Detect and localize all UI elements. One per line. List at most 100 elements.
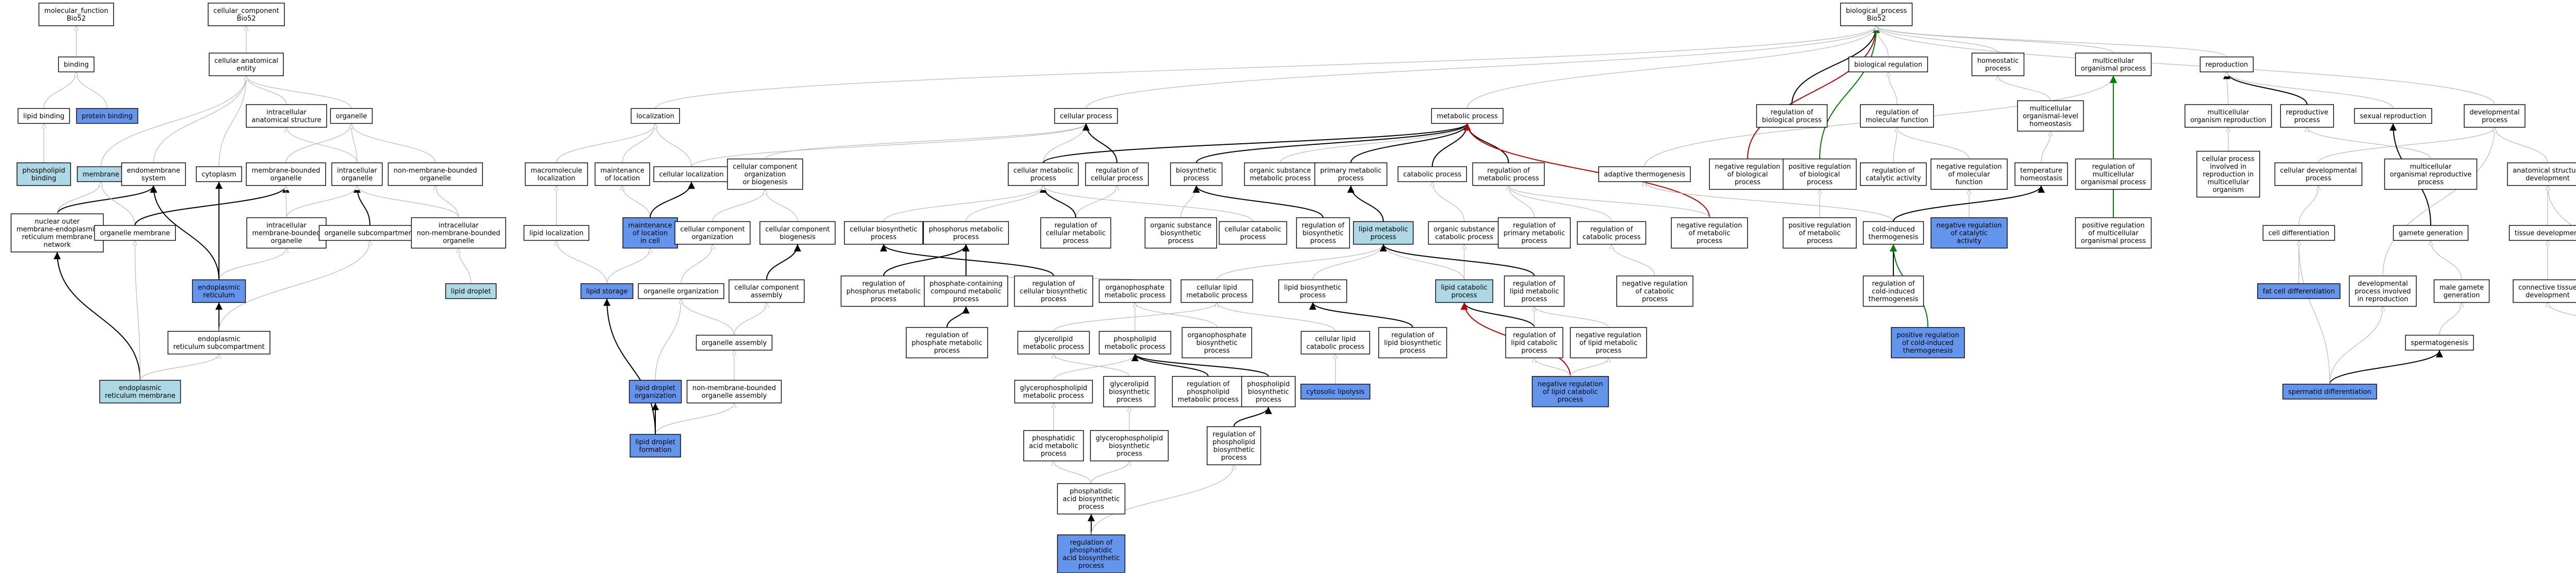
node-proteinbinding[interactable]: protein binding xyxy=(76,108,139,124)
node-binding[interactable]: binding xyxy=(58,56,95,73)
node-sexualrepro[interactable]: sexual reproduction xyxy=(2354,108,2432,124)
node-lipidstorage[interactable]: lipid storage xyxy=(580,283,634,299)
node-cellloc[interactable]: cellular localization xyxy=(653,166,730,182)
node-lipidbinding[interactable]: lipid binding xyxy=(18,108,70,124)
node-metabproc[interactable]: metabolic process xyxy=(1431,108,1504,124)
node-fatcelldiff[interactable]: fat cell differentiation xyxy=(2257,283,2341,299)
node-orgorg[interactable]: organelle organization xyxy=(638,283,724,299)
node-membrane[interactable]: membrane xyxy=(77,166,125,182)
node-orgmembrane[interactable]: organelle membrane xyxy=(94,225,176,241)
node-lipiddroplet[interactable]: lipid droplet xyxy=(445,283,497,299)
node-tissuedev[interactable]: tissue development xyxy=(2509,225,2576,241)
node-lipidloc[interactable]: lipid localization xyxy=(523,225,589,241)
node-orgassembly[interactable]: organelle assembly xyxy=(696,334,773,351)
node-spermatogenesis[interactable]: spermatogenesis xyxy=(2405,334,2474,351)
node-orgsubcomp[interactable]: organelle subcompartment xyxy=(318,225,421,241)
node-regphospholipidbiosyn[interactable]: regulation ofphospholipidbiosyntheticpro… xyxy=(1207,426,1261,465)
node-nuclearouter[interactable]: nuclear outermembrane-endoplasmicreticul… xyxy=(10,213,104,252)
node-cytoplasm[interactable]: cytoplasm xyxy=(196,166,242,182)
node-reproduction[interactable]: reproduction xyxy=(2199,56,2254,73)
node-localization[interactable]: localization xyxy=(631,108,680,124)
node-intranonmem[interactable]: intracellularnon-membrane-boundedorganel… xyxy=(411,217,506,249)
node-catabproc[interactable]: catabolic process xyxy=(1397,166,1467,182)
node-cellproc[interactable]: cellular process xyxy=(1054,108,1118,124)
node-adaptivethermo[interactable]: adaptive thermogenesis xyxy=(1598,166,1691,182)
node-organelle[interactable]: organelle xyxy=(330,108,373,124)
node-cytosoliclipolysis[interactable]: cytosolic lipolysis xyxy=(1300,383,1370,400)
